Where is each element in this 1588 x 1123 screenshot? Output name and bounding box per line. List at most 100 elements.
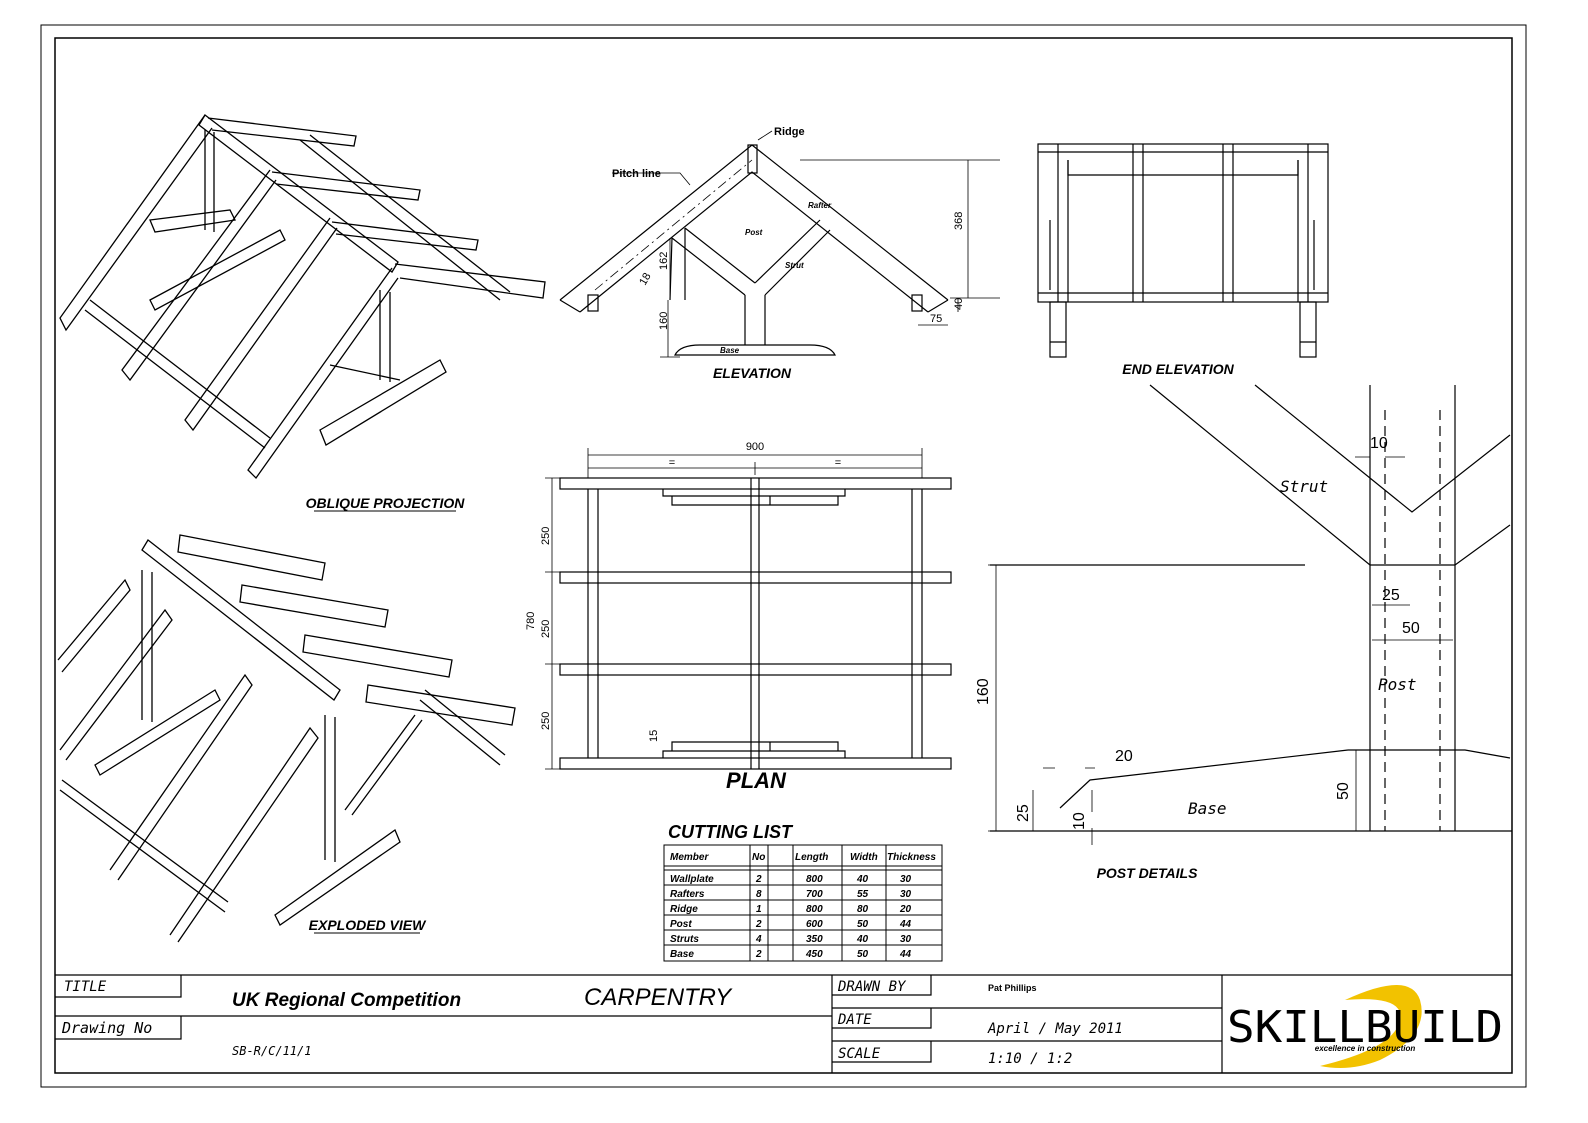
table-row: Post 2 600 50 44 bbox=[670, 919, 912, 930]
cutting-list-cell: 40 bbox=[856, 934, 869, 945]
elevation-dim-40: 40 bbox=[953, 298, 965, 310]
elevation-dim-368: 368 bbox=[953, 212, 965, 230]
drawn-by-label: DRAWN BY bbox=[837, 979, 907, 995]
plan-dim-780: 780 bbox=[525, 612, 537, 630]
plan-dim-250-bottom: 250 bbox=[540, 712, 552, 730]
table-row: Wallplate 2 800 40 30 bbox=[670, 874, 912, 885]
outer-border bbox=[40, 24, 1527, 1088]
elevation-dim-160: 160 bbox=[658, 312, 670, 330]
drawn-by-value: Pat Phillips bbox=[988, 983, 1037, 993]
cutting-list-cell: 50 bbox=[857, 919, 869, 930]
cutting-list-caption: CUTTING LIST bbox=[668, 822, 794, 842]
title-label: TITLE bbox=[64, 979, 107, 995]
cutting-list-cell: 55 bbox=[857, 889, 869, 900]
cutting-list-cell: 50 bbox=[857, 949, 869, 960]
cutting-list-cell: Ridge bbox=[670, 904, 698, 915]
post-details-caption: POST DETAILS bbox=[1097, 865, 1199, 881]
skillbuild-logo: SKILLBUILD excellence in construction bbox=[1227, 985, 1503, 1068]
plan-drawing bbox=[545, 448, 952, 770]
elevation-rafter-label: Rafter bbox=[808, 201, 832, 210]
cutting-list-cell: Wallplate bbox=[670, 874, 714, 885]
date-value: April / May 2011 bbox=[987, 1021, 1123, 1037]
logo-tagline: excellence in construction bbox=[1315, 1044, 1416, 1053]
post-detail-dim-25-bottom: 25 bbox=[1015, 804, 1032, 822]
cutting-list-cell: 30 bbox=[900, 889, 912, 900]
elevation-dim-18: 18 bbox=[637, 271, 654, 288]
elevation-pitch-line-label: Pitch line bbox=[612, 168, 661, 180]
scale-label: SCALE bbox=[838, 1046, 881, 1062]
post-detail-dim-20: 20 bbox=[1115, 748, 1133, 765]
cutting-list-cell: 40 bbox=[856, 874, 869, 885]
cutting-list-cell: 30 bbox=[900, 874, 912, 885]
drawing-no-label: Drawing No bbox=[61, 1019, 152, 1037]
post-details-drawing bbox=[988, 384, 1512, 845]
exploded-view-caption: EXPLODED VIEW bbox=[309, 917, 427, 933]
plan-caption: PLAN bbox=[726, 768, 787, 793]
post-detail-dim-50-bottom: 50 bbox=[1335, 782, 1352, 800]
cutting-list-cell: 44 bbox=[899, 949, 912, 960]
post-detail-base-label: Base bbox=[1188, 799, 1227, 818]
title-block bbox=[55, 974, 1512, 1073]
logo-wordmark: SKILLBUILD bbox=[1227, 1002, 1503, 1053]
plan-dim-equal-left: = bbox=[669, 457, 675, 469]
cutting-list-cell: 350 bbox=[806, 934, 823, 945]
exploded-view-drawing bbox=[57, 534, 516, 943]
cutting-list-header-width: Width bbox=[850, 852, 878, 863]
cutting-list-cell: 8 bbox=[756, 889, 762, 900]
plan-dim-15: 15 bbox=[648, 730, 660, 742]
inner-border bbox=[54, 37, 1513, 1074]
elevation-dim-162: 162 bbox=[658, 252, 670, 270]
table-row: Ridge 1 800 80 20 bbox=[670, 904, 912, 915]
cutting-list-cell: 30 bbox=[900, 934, 912, 945]
post-detail-dim-10-bottom: 10 bbox=[1071, 812, 1088, 830]
cutting-list-cell: Post bbox=[670, 919, 692, 930]
cutting-list-cell: Struts bbox=[670, 934, 699, 945]
post-detail-dim-25-top: 25 bbox=[1382, 587, 1400, 604]
elevation-caption: ELEVATION bbox=[713, 365, 792, 381]
table-row: Rafters 8 700 55 30 bbox=[670, 889, 912, 900]
cutting-list-table bbox=[663, 844, 943, 962]
plan-dim-900: 900 bbox=[746, 441, 764, 453]
elevation-strut-label: Strut bbox=[785, 261, 804, 270]
elevation-dim-75: 75 bbox=[930, 313, 942, 325]
cutting-list-cell: 600 bbox=[806, 919, 823, 930]
scale-value: 1:10 / 1:2 bbox=[988, 1051, 1072, 1067]
title-value: UK Regional Competition bbox=[232, 990, 461, 1011]
elevation-post-label: Post bbox=[745, 228, 763, 237]
cutting-list-cell: 450 bbox=[805, 949, 823, 960]
cutting-list-cell: Base bbox=[670, 949, 694, 960]
oblique-projection-drawing bbox=[59, 114, 546, 480]
cutting-list-header-thickness: Thickness bbox=[887, 852, 936, 863]
elevation-drawing bbox=[559, 130, 1000, 358]
cutting-list-header-length: Length bbox=[795, 852, 828, 863]
table-row: Base 2 450 50 44 bbox=[670, 949, 912, 960]
post-detail-dim-50-top: 50 bbox=[1402, 620, 1420, 637]
table-row: Struts 4 350 40 30 bbox=[670, 934, 912, 945]
end-elevation-caption: END ELEVATION bbox=[1122, 361, 1234, 377]
cutting-list-cell: 4 bbox=[755, 934, 762, 945]
date-label: DATE bbox=[837, 1012, 872, 1028]
cutting-list-cell: 800 bbox=[806, 874, 823, 885]
cutting-list-cell: 20 bbox=[899, 904, 912, 915]
cutting-list-cell: Rafters bbox=[670, 889, 705, 900]
end-elevation-drawing bbox=[1037, 143, 1329, 358]
cutting-list-cell: 80 bbox=[857, 904, 869, 915]
cutting-list-cell: 2 bbox=[755, 919, 762, 930]
post-detail-dim-10-top: 10 bbox=[1370, 435, 1388, 452]
plan-dim-250-top: 250 bbox=[540, 527, 552, 545]
oblique-projection-caption: OBLIQUE PROJECTION bbox=[306, 495, 466, 511]
cutting-list-cell: 1 bbox=[756, 904, 762, 915]
elevation-ridge-label: Ridge bbox=[774, 126, 805, 138]
post-detail-dim-160: 160 bbox=[975, 678, 992, 705]
cutting-list-header-member: Member bbox=[670, 852, 709, 863]
subject-title: CARPENTRY bbox=[584, 984, 733, 1011]
drawing-no-value: SB-R/C/11/1 bbox=[232, 1044, 311, 1058]
cutting-list-cell: 44 bbox=[899, 919, 912, 930]
post-detail-post-label: Post bbox=[1378, 675, 1417, 694]
logo-swoosh-icon bbox=[1320, 985, 1422, 1068]
post-detail-strut-label: Strut bbox=[1280, 477, 1328, 496]
cutting-list-cell: 700 bbox=[806, 889, 823, 900]
cutting-list-header-no: No bbox=[752, 852, 765, 863]
cutting-list-cell: 800 bbox=[806, 904, 823, 915]
